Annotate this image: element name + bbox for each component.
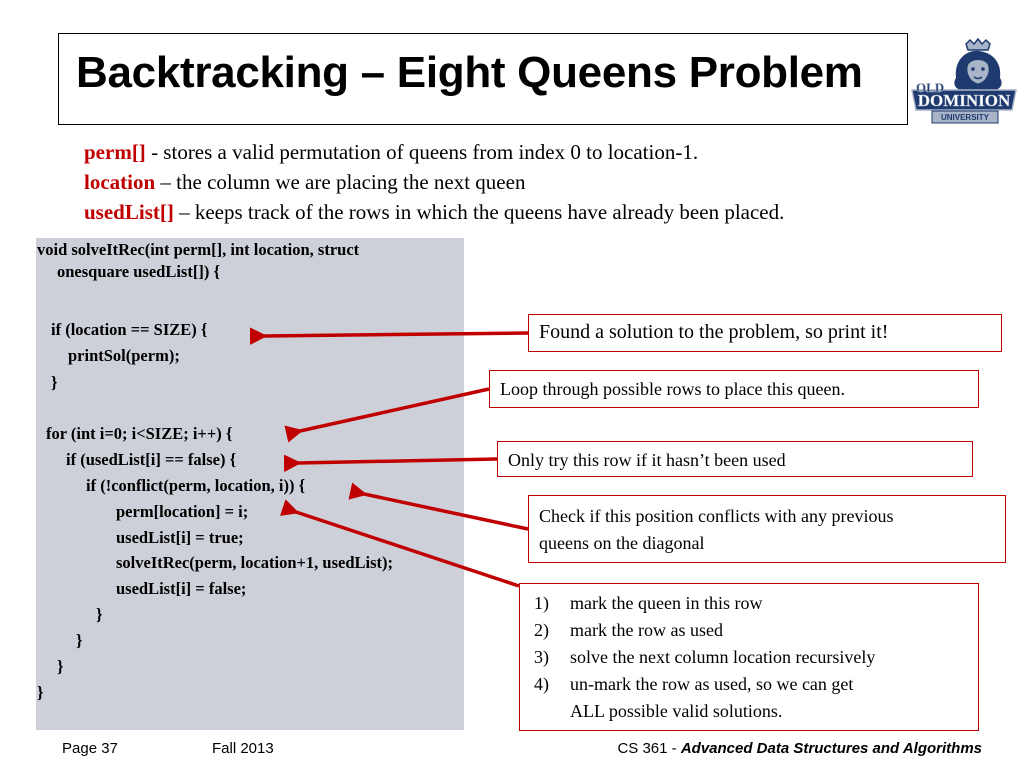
code-line: if (usedList[i] == false) { xyxy=(66,450,237,469)
code-line: } xyxy=(96,605,103,624)
callout-text: Only try this row if it hasn’t been used xyxy=(508,450,786,470)
code-block xyxy=(36,238,464,730)
logo-text-top: OLD xyxy=(916,80,944,95)
code-line: if (!conflict(perm, location, i)) { xyxy=(86,476,306,495)
footer-course-prefix: CS 361 - xyxy=(617,740,681,757)
callout-loop-rows: Loop through possible rows to place this… xyxy=(489,370,979,408)
code-line: } xyxy=(57,657,64,676)
definition-term: usedList[] xyxy=(84,200,174,224)
step-text: mark the queen in this row xyxy=(570,593,763,613)
code-line: if (location == SIZE) { xyxy=(51,320,208,339)
code-line: } xyxy=(51,373,58,392)
footer-page: Page 37 xyxy=(62,740,118,757)
step-text: ALL possible valid solutions. xyxy=(570,701,783,721)
code-line: for (int i=0; i<SIZE; i++) { xyxy=(46,424,233,443)
footer-course: CS 361 - Advanced Data Structures and Al… xyxy=(617,740,982,757)
definition-desc: – the column we are placing the next que… xyxy=(155,170,526,194)
step-number: 1) xyxy=(534,593,549,613)
definition-desc: – keeps track of the rows in which the q… xyxy=(173,200,785,224)
step-number: 4) xyxy=(534,674,549,694)
code-line: solveItRec(perm, location+1, usedList); xyxy=(116,553,394,572)
step-text: un-mark the row as used, so we can get xyxy=(570,674,854,694)
code-line: onesquare usedList[]) { xyxy=(57,262,220,281)
definition-desc: - stores a valid permutation of queens f… xyxy=(145,140,699,164)
code-line: printSol(perm); xyxy=(68,346,180,365)
definition-perm: perm[] - stores a valid permutation of q… xyxy=(84,140,698,165)
definition-term: perm[] xyxy=(84,140,146,164)
definition-location: location – the column we are placing the… xyxy=(84,170,525,195)
title-box xyxy=(58,33,908,125)
code-line: } xyxy=(76,631,83,650)
code-line: usedList[i] = false; xyxy=(116,579,247,598)
logo-text-main: DOMINION xyxy=(918,91,1011,110)
step-text: solve the next column location recursive… xyxy=(570,647,876,667)
step-number: 2) xyxy=(534,620,549,640)
code-line: } xyxy=(37,683,44,702)
callout-text: Found a solution to the problem, so prin… xyxy=(539,321,889,343)
code-line: void solveItRec(int perm[], int location… xyxy=(37,240,360,259)
definition-usedlist: usedList[] – keeps track of the rows in … xyxy=(84,200,784,225)
callout-text: Loop through possible rows to place this… xyxy=(500,379,845,399)
logo-text-sub: UNIVERSITY xyxy=(941,113,990,122)
callout-check-conflict: Check if this position conflicts with an… xyxy=(528,495,1006,563)
callout-text: queens on the diagonal xyxy=(539,533,705,553)
step-text: mark the row as used xyxy=(570,620,723,640)
callout-text: Check if this position conflicts with an… xyxy=(539,506,894,526)
callout-found-solution: Found a solution to the problem, so prin… xyxy=(528,314,1002,352)
footer-course-name: Advanced Data Structures and Algorithms xyxy=(680,740,982,757)
callout-only-try: Only try this row if it hasn’t been used xyxy=(497,441,973,477)
code-line: usedList[i] = true; xyxy=(116,528,244,547)
step-number: 3) xyxy=(534,647,549,667)
footer-term: Fall 2013 xyxy=(212,740,274,757)
callout-steps: 1) mark the queen in this row 2) mark th… xyxy=(519,583,979,731)
code-line: perm[location] = i; xyxy=(116,502,249,521)
lion-crown-logo: OLD DOMINION UNIVERSITY xyxy=(911,38,1017,124)
slide-title: Backtracking – Eight Queens Problem xyxy=(76,48,863,97)
definition-term: location xyxy=(84,170,156,194)
